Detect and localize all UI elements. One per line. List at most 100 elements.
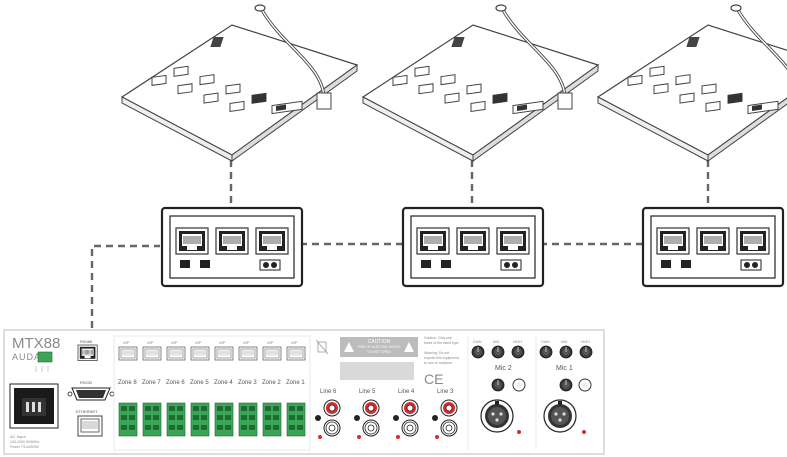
microphone-console-icon xyxy=(120,3,359,163)
eq-knob[interactable] xyxy=(539,345,553,359)
wp-label: WP xyxy=(291,340,298,345)
mixer-back-panel: MTX88 AUDAC AC Input 100-240V 50/60Hz Po… xyxy=(3,329,605,455)
dashed-connections xyxy=(90,160,710,340)
zone-label-3: Zone 6 xyxy=(166,380,185,386)
zone-label-6: Zone 3 xyxy=(238,380,257,386)
wall-box-1 xyxy=(162,208,302,286)
line-label-4: Line 3 xyxy=(437,389,454,395)
eq-knob[interactable] xyxy=(559,345,573,359)
wp-label: WP xyxy=(243,340,250,345)
xlr-connector-icon[interactable] xyxy=(480,399,514,433)
ce-mark: CE xyxy=(424,371,443,387)
wp-port-1[interactable] xyxy=(118,346,138,361)
eq-knob[interactable] xyxy=(471,345,485,359)
zone-label-5: Zone 4 xyxy=(214,380,233,386)
knob-label: GAIN xyxy=(541,340,550,344)
ac-input-voltage: 100-240V 50/60Hz xyxy=(10,440,39,444)
note-3: Warning: Do not xyxy=(424,351,449,355)
zone-label-7: Zone 2 xyxy=(262,380,281,386)
rs485-port[interactable] xyxy=(77,344,98,361)
wp-label: WP xyxy=(219,340,226,345)
line-label-1: Line 6 xyxy=(320,389,337,395)
eq-knob[interactable] xyxy=(579,345,593,359)
eq-knob[interactable] xyxy=(511,345,525,359)
knob-label: GAIN xyxy=(473,340,482,344)
wall-box-3 xyxy=(643,208,783,286)
note-1: Caution: Only use xyxy=(424,336,452,340)
microphone-console-1 xyxy=(120,3,359,163)
ethernet-label: ETHERNET xyxy=(76,409,98,414)
note-5: to rain or moisture xyxy=(424,361,452,365)
zone-label-8: Zone 1 xyxy=(286,380,305,386)
zone-terminal-3[interactable] xyxy=(166,402,186,437)
zone-terminal-5[interactable] xyxy=(214,402,234,437)
wall-box-2 xyxy=(403,208,543,286)
caution-title: CAUTION xyxy=(368,339,391,345)
model-name: MTX88 xyxy=(12,335,60,352)
caution-line-1: RISK OF ELECTRIC SHOCK xyxy=(357,345,401,349)
ac-input-label: AC Input xyxy=(10,434,26,439)
knob-label: MID xyxy=(493,340,500,344)
mic-1-button[interactable] xyxy=(578,378,592,392)
line-label-2: Line 5 xyxy=(359,389,376,395)
wp-port-2[interactable] xyxy=(142,346,162,361)
wp-label: WP xyxy=(123,340,130,345)
iec-power-icon[interactable] xyxy=(9,383,59,429)
caution-line-2: DO NOT OPEN xyxy=(367,350,391,354)
eq-knob[interactable] xyxy=(491,345,505,359)
mic-1-label: Mic 1 xyxy=(556,365,573,372)
zone-terminal-7[interactable] xyxy=(262,402,282,437)
microphone-console-icon xyxy=(596,3,787,163)
zone-terminal-1[interactable] xyxy=(118,402,138,437)
microphone-console-3 xyxy=(596,3,787,163)
rs232-label: RS232 xyxy=(80,380,93,385)
knob-label: MID xyxy=(561,340,568,344)
remote-terminal[interactable] xyxy=(37,351,53,363)
ethernet-port[interactable] xyxy=(77,415,103,437)
wp-port-7[interactable] xyxy=(262,346,282,361)
mic-2-label: Mic 2 xyxy=(495,365,512,372)
rs485-label: RS485 xyxy=(80,339,93,344)
wp-label: WP xyxy=(267,340,274,345)
wp-label: WP xyxy=(195,340,202,345)
rj45-port-icon xyxy=(77,344,98,361)
wall-box-icon xyxy=(403,208,543,286)
wp-port-4[interactable] xyxy=(190,346,210,361)
knob-label: HIGH xyxy=(513,340,522,344)
wp-port-8[interactable] xyxy=(286,346,306,361)
zone-section: WP WP WP WP WP WP WP WP Zone 8 Zone 7 Zone 6 Zone … xyxy=(113,335,311,451)
mic-2-knob[interactable] xyxy=(491,378,505,392)
mic-1-knob[interactable] xyxy=(559,378,573,392)
wp-label: WP xyxy=(171,340,178,345)
ac-input-power: Power 7/14x200W xyxy=(10,445,39,449)
weee-bin-icon xyxy=(315,339,329,355)
zone-label-1: Zone 8 xyxy=(118,380,137,386)
microphone-console-2 xyxy=(361,3,600,163)
microphone-console-icon xyxy=(361,3,600,163)
zone-terminal-4[interactable] xyxy=(190,402,210,437)
zone-terminal-2[interactable] xyxy=(142,402,162,437)
zone-label-2: Zone 7 xyxy=(142,380,161,386)
wp-port-3[interactable] xyxy=(166,346,186,361)
db9-connector-icon[interactable] xyxy=(67,387,115,401)
zone-terminal-8[interactable] xyxy=(286,402,306,437)
wp-port-6[interactable] xyxy=(238,346,258,361)
mic-2-button[interactable] xyxy=(512,378,526,392)
knob-label: HIGH xyxy=(581,340,590,344)
note-4: expose this equipment xyxy=(424,356,459,360)
brand-name: AUDAC xyxy=(12,352,49,362)
wp-label: WP xyxy=(147,340,154,345)
zone-label-4: Zone 5 xyxy=(190,380,209,386)
xlr-connector-icon[interactable] xyxy=(543,399,577,433)
caution-label: CAUTION RISK OF ELECTRIC SHOCK DO NOT OP… xyxy=(340,337,418,380)
line-inputs: Line 6 Line 5 Line 4 Line 3 xyxy=(315,389,458,439)
mixer-link xyxy=(90,244,160,340)
wall-box-icon xyxy=(162,208,302,286)
note-2: fuses of the rated type xyxy=(424,341,459,345)
zone-terminal-6[interactable] xyxy=(238,402,258,437)
line-label-3: Line 4 xyxy=(398,389,415,395)
wp-port-5[interactable] xyxy=(214,346,234,361)
mic-section: GAIN MID HIGH GAIN MID HIGH Mic 2 Mic 1 xyxy=(467,336,593,450)
wall-box-icon xyxy=(643,208,783,286)
